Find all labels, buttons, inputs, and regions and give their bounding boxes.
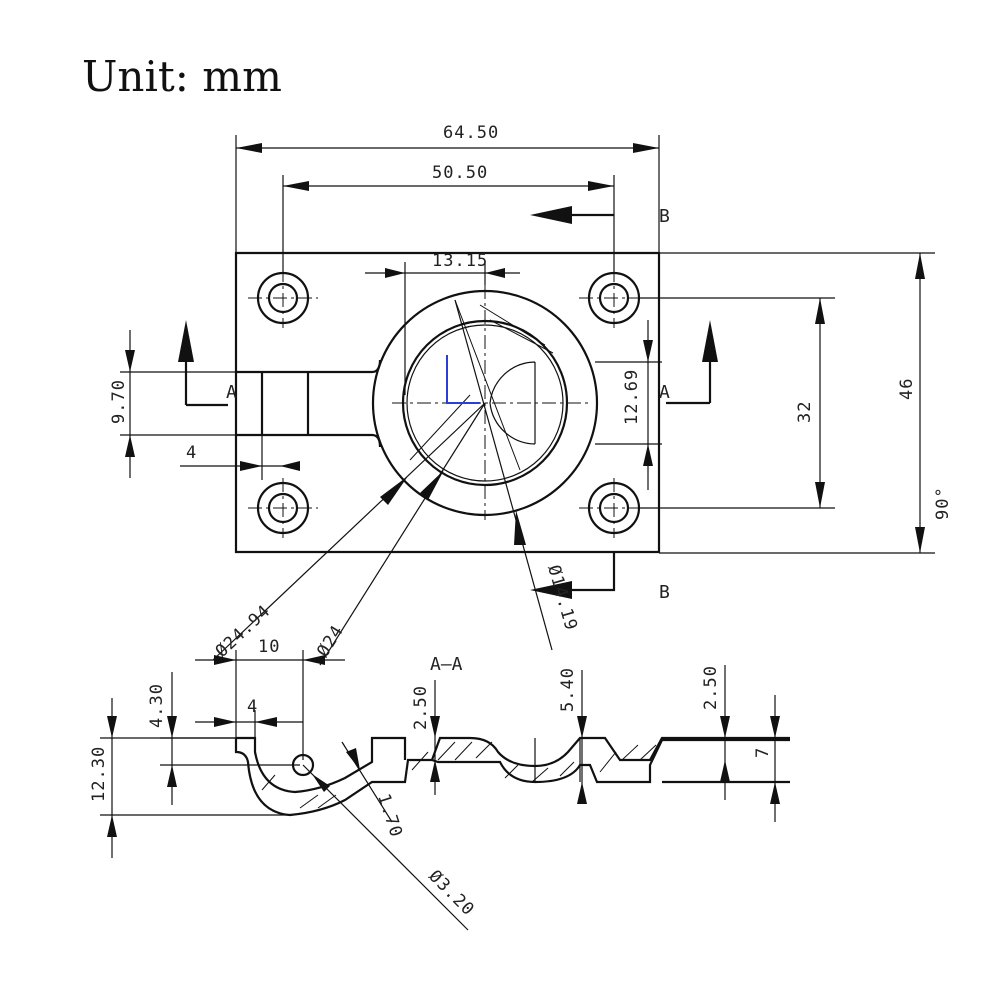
dim-tab-drop-text: 4.30 bbox=[147, 683, 167, 728]
recess-walls bbox=[534, 738, 581, 782]
dim-slot-width: 12.69 bbox=[595, 320, 662, 490]
leader-outer-diameter: Ø24.94 bbox=[212, 402, 486, 662]
dim-plate-height: 7 bbox=[753, 695, 780, 822]
dim-recess-depth-text: 5.40 bbox=[558, 667, 578, 712]
dim-flange-thickness-right-text: 2.50 bbox=[701, 665, 721, 710]
section-a-right: A bbox=[659, 320, 718, 405]
dim-boss-offset-text: 13.15 bbox=[432, 251, 488, 271]
section-view: A–A 10 4 4.30 bbox=[89, 637, 790, 931]
dim-boss-offset: 13.15 bbox=[365, 251, 520, 395]
dim-inner-diameter-text: Ø24 bbox=[313, 621, 348, 660]
dim-total-height: 12.30 bbox=[89, 698, 290, 858]
dim-section-width: 10 bbox=[195, 637, 345, 760]
dim-slot-width-text: 12.69 bbox=[622, 369, 642, 425]
dim-tab-height-text: 9.70 bbox=[109, 379, 129, 424]
dim-overall-width-text: 64.50 bbox=[443, 123, 499, 143]
section-b-top-label: B bbox=[659, 206, 670, 227]
dim-hole-spacing-y-text: 32 bbox=[795, 401, 815, 423]
dim-flange-thickness-text: 2.50 bbox=[411, 685, 431, 730]
tab-fillet bbox=[371, 359, 382, 448]
dim-section-offset: 4 bbox=[195, 697, 303, 738]
section-profile-inner bbox=[236, 736, 790, 794]
dim-flange-thickness: 2.50 bbox=[411, 680, 440, 795]
dim-tab-drop: 4.30 bbox=[147, 672, 300, 805]
section-b-bottom-label: B bbox=[659, 582, 670, 603]
dim-hole-spacing-x-text: 50.50 bbox=[432, 163, 488, 183]
dim-plate-height-text: 7 bbox=[753, 747, 773, 758]
dim-pin-hole: Ø3.20 bbox=[302, 764, 478, 931]
dim-total-height-text: 12.30 bbox=[89, 746, 109, 802]
dim-hole-spacing-x: 50.50 bbox=[282, 163, 615, 272]
top-view: 64.50 50.50 B 13.15 A bbox=[109, 123, 953, 666]
section-a-right-label: A bbox=[659, 382, 670, 403]
section-b-top: B bbox=[530, 206, 670, 227]
dim-overall-width: 64.50 bbox=[235, 123, 660, 553]
leader-inner-diameter: Ø24 bbox=[313, 402, 486, 666]
section-profile-outer bbox=[234, 738, 790, 817]
unit-title: Unit: mm bbox=[82, 52, 282, 101]
tab-outline bbox=[236, 370, 372, 437]
leader-ring-diameter: Ø14.19 bbox=[454, 299, 581, 651]
dim-ring-diameter-text: Ø14.19 bbox=[543, 563, 581, 633]
boss-hatch bbox=[409, 299, 554, 471]
dim-overall-height-text: 46 bbox=[897, 378, 917, 400]
dim-overall-height: 46 90° bbox=[659, 252, 953, 554]
mount-hole-tl bbox=[248, 268, 318, 328]
section-a-left-label: A bbox=[226, 382, 237, 403]
mount-hole-tr bbox=[579, 268, 649, 328]
dim-pin-hole-text: Ø3.20 bbox=[424, 866, 478, 920]
mount-hole-bl bbox=[248, 478, 318, 538]
mount-hole-br bbox=[579, 478, 649, 538]
axis-indicator-icon bbox=[446, 355, 480, 404]
section-view-label: A–A bbox=[430, 654, 463, 675]
dim-tab-offset: 4 bbox=[180, 435, 300, 480]
dim-bend-thickness-text: 1.70 bbox=[373, 791, 406, 840]
dim-recess-depth: 5.40 bbox=[558, 667, 587, 804]
section-b-bottom: B bbox=[530, 552, 670, 603]
dim-tab-height: 9.70 bbox=[109, 330, 236, 478]
dim-section-offset-text: 4 bbox=[247, 697, 258, 717]
section-a-left: A bbox=[178, 320, 237, 407]
dim-bend-thickness: 1.70 bbox=[341, 741, 406, 840]
dim-section-width-text: 10 bbox=[258, 637, 280, 657]
dim-hole-spacing-y: 32 bbox=[640, 297, 835, 509]
dim-flange-thickness-right: 2.50 bbox=[701, 665, 730, 800]
dim-tab-offset-text: 4 bbox=[186, 443, 197, 463]
section-hatch bbox=[261, 741, 657, 809]
dim-angle-text: 90° bbox=[933, 486, 953, 520]
